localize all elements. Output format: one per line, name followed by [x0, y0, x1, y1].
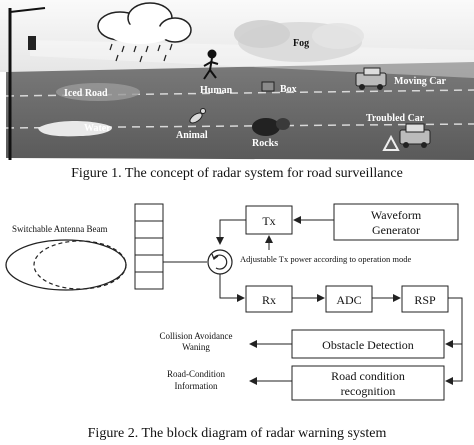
road-info-line1: Road-Condition	[167, 369, 225, 379]
block-diagram: Switchable Antenna Beam Tx Waveform Gene…	[5, 203, 463, 401]
antenna-array	[134, 203, 164, 290]
circulator-icon	[207, 249, 233, 275]
antenna-beam-label: Switchable Antenna Beam	[12, 224, 107, 234]
figure1-caption: Figure 1. The concept of radar system fo…	[71, 166, 403, 181]
rain-drops-icon	[109, 43, 173, 63]
collision-warning-line1: Collision Avoidance	[159, 331, 232, 341]
adc-block	[325, 285, 373, 313]
warning-triangle-icon	[382, 134, 400, 151]
figure2-caption: Figure 2. The block diagram of radar war…	[88, 426, 387, 441]
iced-road-label: Iced Road	[64, 88, 108, 99]
road-condition-block	[291, 365, 445, 401]
waveform-label-line1: Waveform	[371, 208, 422, 222]
water-label: Water	[84, 123, 111, 134]
waveform-label-line2: Generator	[372, 223, 420, 237]
water-puddle	[38, 121, 112, 137]
rsp-block	[401, 285, 449, 313]
moving-car-label: Moving Car	[394, 76, 447, 87]
rsp-to-road-arrow	[445, 297, 463, 385]
fog-icon	[234, 20, 364, 62]
fog-label: Fog	[293, 38, 309, 49]
road-info-line2: Information	[175, 381, 218, 391]
box-icon	[261, 81, 275, 92]
cloud-icon	[97, 2, 192, 44]
circulator-arrow	[213, 254, 228, 270]
animal-icon	[189, 108, 206, 124]
pole-arm	[9, 7, 46, 13]
adc-label: ADC	[336, 293, 361, 307]
collision-warning-line2: Waning	[182, 342, 210, 352]
tx-label: Tx	[262, 214, 275, 228]
tx-to-circulator-arrow	[216, 219, 246, 245]
obstacle-detection-label: Obstacle Detection	[322, 338, 414, 352]
radar-beam	[30, 40, 474, 78]
rx-block	[245, 285, 293, 313]
waveform-generator-block	[333, 203, 459, 241]
rocks-icon	[252, 118, 290, 136]
radar-unit	[28, 36, 36, 50]
circulator-to-rx-arrow	[219, 274, 245, 302]
troubled-car-icon	[399, 123, 431, 148]
rsp-label: RSP	[414, 293, 436, 307]
antenna-beam-narrow	[33, 240, 127, 290]
human-icon	[203, 49, 219, 80]
troubled-car-label: Troubled Car	[366, 113, 425, 124]
antenna-beam-wide	[5, 239, 127, 291]
box-label: Box	[280, 84, 297, 95]
road-condition-label-line2: recognition	[341, 384, 396, 398]
obstacle-detection-block	[291, 329, 445, 359]
adjustable-power-note: Adjustable Tx power according to operati…	[240, 254, 411, 264]
tx-block	[245, 205, 293, 235]
rx-label: Rx	[262, 293, 276, 307]
road-scene-illustration: Fog Human Box Moving Car Iced Road Water	[0, 0, 474, 160]
animal-label: Animal	[176, 130, 208, 141]
human-label: Human	[200, 85, 233, 96]
moving-car-icon	[355, 67, 387, 90]
rocks-label: Rocks	[252, 138, 278, 149]
iced-road-patch	[56, 83, 140, 101]
road-condition-label-line1: Road condition	[331, 369, 405, 383]
